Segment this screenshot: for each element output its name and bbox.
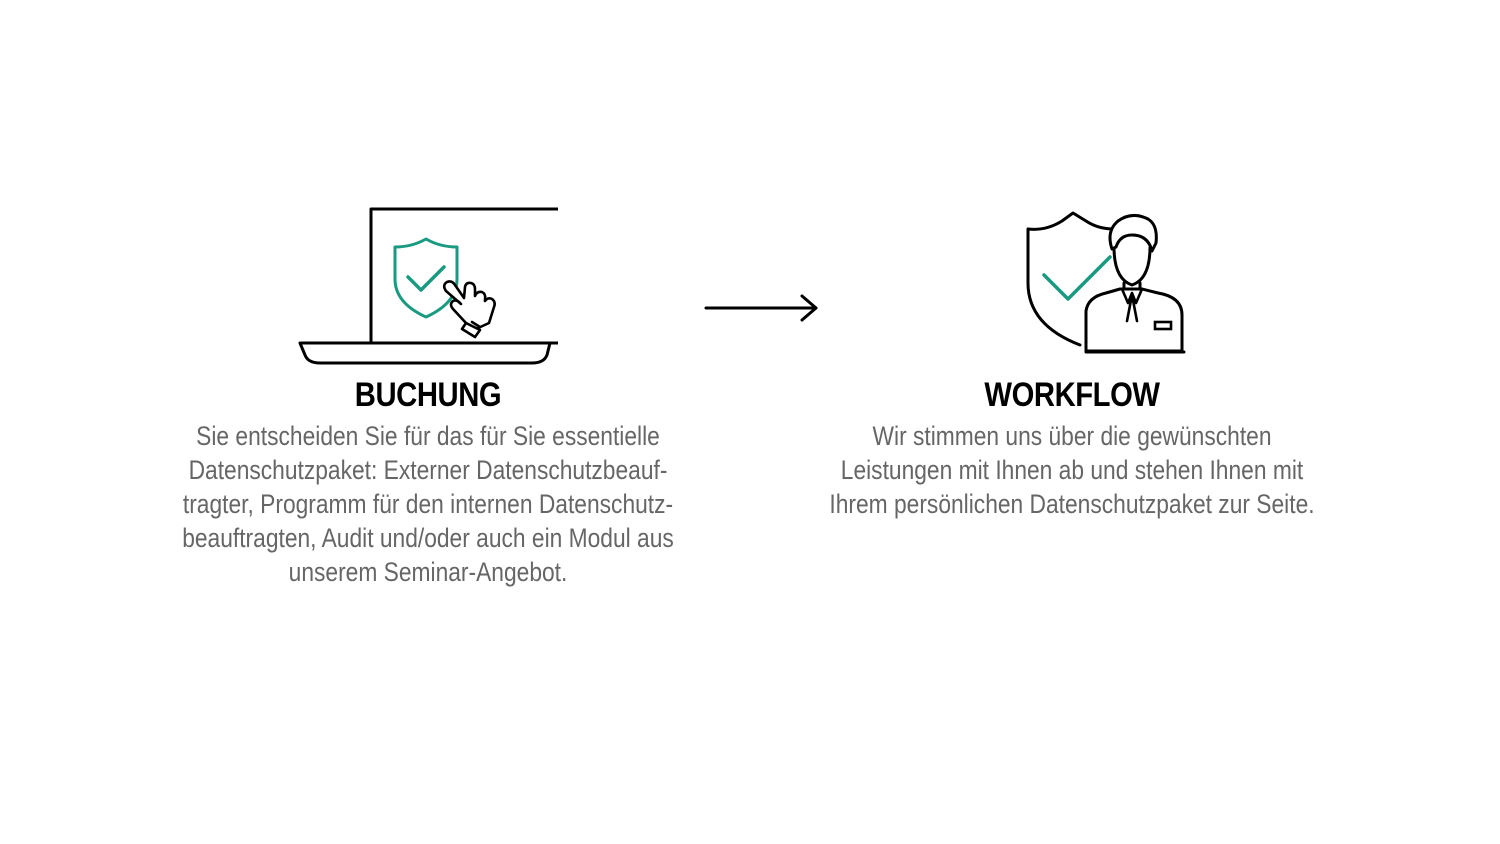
step-title: WORKFLOW — [984, 376, 1160, 414]
description-line: unserem Seminar-Angebot. — [288, 557, 568, 587]
description-line: tragter, Programm für den internen Daten… — [182, 489, 674, 519]
description-line: Sie entscheiden Sie für das für Sie esse… — [196, 421, 660, 451]
arrow-right-icon — [704, 294, 818, 322]
description-line: beauftragten, Audit und/oder auch ein Mo… — [182, 523, 674, 553]
step-buchung: BUCHUNG Sie entscheiden Sie für das für … — [128, 195, 728, 589]
description-line: Leistungen mit Ihnen ab und stehen Ihnen… — [840, 455, 1304, 485]
step-workflow: WORKFLOW Wir stimmen uns über die gewüns… — [772, 195, 1372, 521]
step-title: BUCHUNG — [354, 376, 502, 414]
description-line: Datenschutzpaket: Externer Datenschutzbe… — [188, 455, 668, 485]
description-line: Wir stimmen uns über die gewünschten — [872, 421, 1272, 451]
step-description: Sie entscheiden Sie für das für Sie esse… — [153, 419, 703, 589]
description-line: Ihrem persönlichen Datenschutzpaket zur … — [829, 489, 1315, 519]
laptop-shield-click-icon — [298, 207, 558, 365]
step-description: Wir stimmen uns über die gewünschten Lei… — [797, 419, 1347, 521]
shield-person-icon — [1026, 211, 1186, 354]
